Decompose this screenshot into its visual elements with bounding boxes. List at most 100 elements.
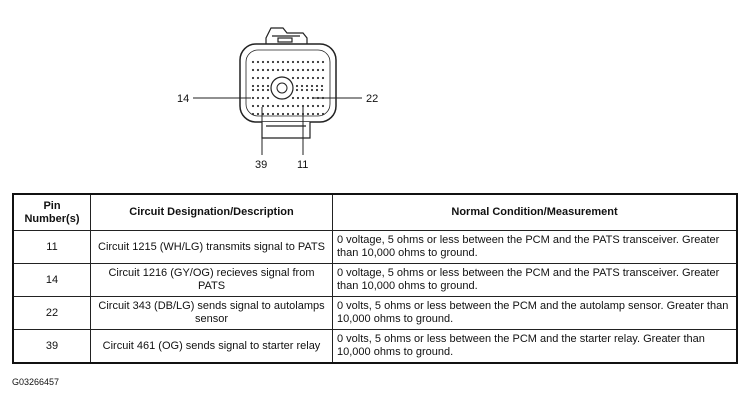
pin-cavity: [281, 68, 285, 72]
pin-number-cell: 39: [12, 329, 91, 364]
callout-22: 22: [366, 93, 378, 105]
pin-cavity: [271, 104, 275, 108]
pin-cavity: [276, 104, 280, 108]
pin-cavity: [301, 68, 305, 72]
pin-cavity: [256, 68, 260, 72]
pin-cavity: [321, 60, 325, 64]
pin-cavity: [306, 96, 310, 100]
pin-cavity: [296, 60, 300, 64]
table-row: 39 Circuit 461 (OG) sends signal to star…: [12, 329, 738, 364]
condition-cell: 0 voltage, 5 ohms or less between the PC…: [332, 230, 738, 264]
table-row: 11 Circuit 1215 (WH/LG) transmits signal…: [12, 230, 738, 264]
pin-cavity: [266, 96, 270, 100]
pin-cavity: [261, 60, 265, 64]
pin-cavity: [251, 112, 255, 116]
header-pin-numbers: Pin Number(s): [12, 193, 91, 231]
pin-cavity: [286, 112, 290, 116]
pin-cavity: [256, 96, 260, 100]
circuit-cell: Circuit 343 (DB/LG) sends signal to auto…: [90, 296, 333, 330]
pin-cavity: [251, 96, 255, 100]
pin-cavity: [266, 88, 270, 92]
pin-cavity: [296, 112, 300, 116]
pin-cavity: [296, 68, 300, 72]
pin-cavity: [266, 68, 270, 72]
circuit-cell: Circuit 461 (OG) sends signal to starter…: [90, 329, 333, 364]
pin-cavity: [261, 96, 265, 100]
pin-number-cell: 14: [12, 263, 91, 297]
pin-cavity: [306, 76, 310, 80]
pin-cavity: [251, 68, 255, 72]
pin-cavity: [306, 60, 310, 64]
figure-id: G03266457: [12, 377, 60, 387]
pin-cavity: [301, 96, 305, 100]
pin-cavity: [286, 68, 290, 72]
pin-cavity: [295, 84, 299, 88]
pin-cavity: [256, 76, 260, 80]
pin-cavity: [296, 104, 300, 108]
pin-cavity: [300, 88, 304, 92]
pin-cavity: [251, 104, 255, 108]
pin-cavity: [301, 60, 305, 64]
pin-cavity: [301, 104, 305, 108]
pin-cavity: [320, 88, 324, 92]
pin-cavity: [310, 84, 314, 88]
pin-cavity: [321, 68, 325, 72]
pin-cavity: [301, 76, 305, 80]
pin-cavity: [281, 60, 285, 64]
pin-cavity: [256, 112, 260, 116]
pin-cavity: [261, 104, 265, 108]
pin-cavity: [306, 112, 310, 116]
pin-cavity: [295, 88, 299, 92]
pin-cavity: [266, 104, 270, 108]
connector-inner-rim: [245, 49, 331, 117]
pin-cavity: [266, 76, 270, 80]
pin-cavity: [315, 88, 319, 92]
pin-cavity: [321, 76, 325, 80]
pin-cavity: [296, 96, 300, 100]
pin-cavities: [251, 60, 325, 116]
pin-cavity: [281, 112, 285, 116]
pin-cavity: [251, 84, 255, 88]
pin-cavity: [271, 60, 275, 64]
condition-cell: 0 volts, 5 ohms or less between the PCM …: [332, 329, 738, 364]
pin-cavity: [291, 76, 295, 80]
pin-cavity: [271, 68, 275, 72]
pin-cavity: [291, 96, 295, 100]
pin-cavity: [310, 88, 314, 92]
pin-cavity: [306, 68, 310, 72]
pin-cavity: [300, 84, 304, 88]
table-row: 22 Circuit 343 (DB/LG) sends signal to a…: [12, 296, 738, 330]
pin-cavity: [256, 84, 260, 88]
connector-diagram: 14 22 39 11: [177, 27, 378, 171]
pin-number-cell: 11: [12, 230, 91, 264]
pin-cavity: [286, 104, 290, 108]
condition-cell: 0 volts, 5 ohms or less between the PCM …: [332, 296, 738, 330]
connector-latch: [265, 27, 308, 44]
pin-cavity: [286, 60, 290, 64]
pin-cavity: [276, 60, 280, 64]
pin-cavity: [266, 84, 270, 88]
pin-cavity: [316, 112, 320, 116]
pin-cavity: [251, 60, 255, 64]
circuit-cell: Circuit 1215 (WH/LG) transmits signal to…: [90, 230, 333, 264]
pin-number-cell: 22: [12, 296, 91, 330]
pin-cavity: [261, 84, 265, 88]
header-normal-condition: Normal Condition/Measurement: [332, 193, 738, 231]
pin-cavity: [316, 76, 320, 80]
pin-cavity: [306, 104, 310, 108]
pin-cavity: [291, 112, 295, 116]
condition-cell: 0 voltage, 5 ohms or less between the PC…: [332, 263, 738, 297]
callout-11: 11: [297, 159, 308, 171]
header-circuit-description: Circuit Designation/Description: [90, 193, 333, 231]
pin-cavity: [256, 88, 260, 92]
pin-cavity: [311, 104, 315, 108]
pin-cavity: [311, 96, 315, 100]
pin-cavity: [291, 60, 295, 64]
pin-cavity: [291, 104, 295, 108]
callout-39: 39: [255, 159, 267, 171]
callout-leaders: [193, 97, 362, 155]
pin-cavity: [320, 84, 324, 88]
pin-cavity: [251, 76, 255, 80]
pin-cavity: [266, 60, 270, 64]
pin-cavity: [261, 68, 265, 72]
